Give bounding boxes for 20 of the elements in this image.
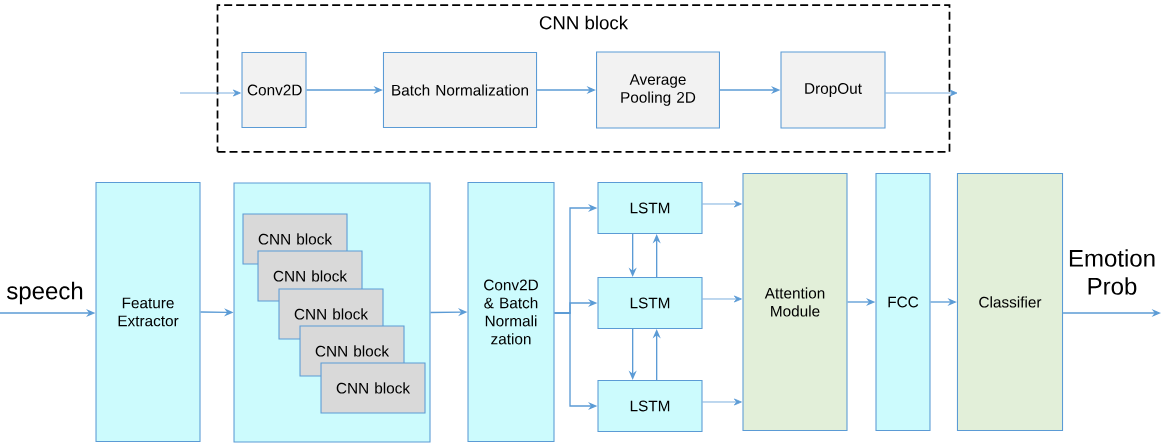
- arrow: [885, 89, 958, 97]
- process-box: FCC: [875, 172, 931, 432]
- process-box: Classifier: [956, 172, 1064, 432]
- arrow: [702, 398, 742, 406]
- process-box: DropOut: [780, 51, 886, 129]
- io-label: Emotion Prob: [1069, 249, 1155, 295]
- process-box: LSTM: [597, 380, 703, 432]
- io-label: speech: [7, 281, 83, 305]
- arrow: [179, 89, 241, 97]
- process-box: Conv2D & Batch Normali zation: [467, 182, 555, 442]
- process-box: Conv2D: [241, 52, 307, 128]
- arrow: [702, 200, 742, 208]
- process-box: Feature Extractor: [95, 182, 201, 442]
- process-box: CNN block: [320, 362, 426, 414]
- process-box: Attention Module: [742, 172, 848, 432]
- process-box: LSTM: [597, 277, 703, 329]
- process-box: LSTM: [597, 182, 703, 234]
- arrow: [702, 295, 742, 303]
- process-box: Batch Normalization: [382, 52, 538, 128]
- process-box: Average Pooling 2D: [596, 51, 720, 129]
